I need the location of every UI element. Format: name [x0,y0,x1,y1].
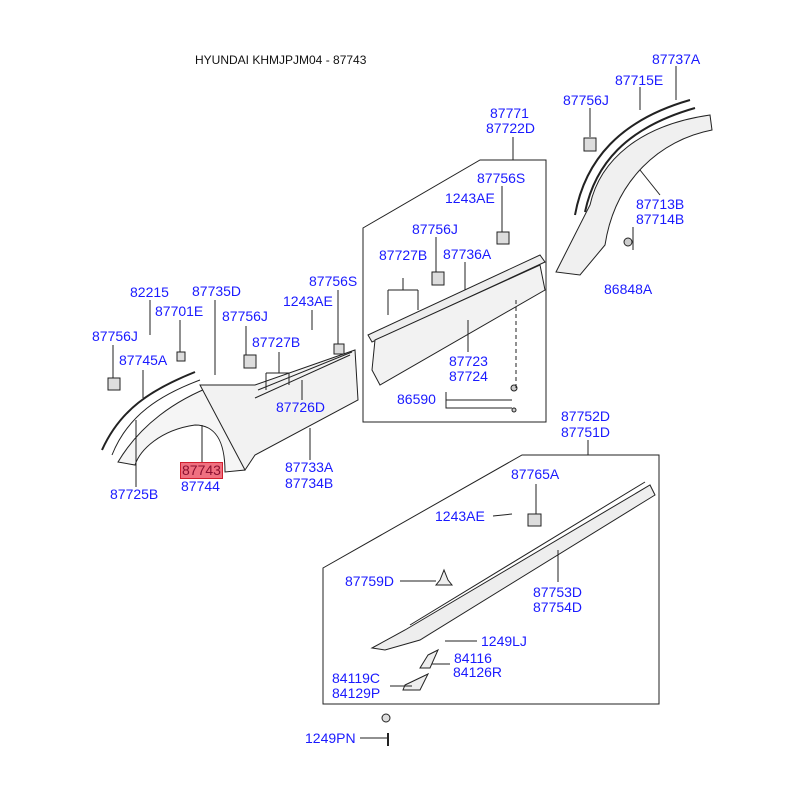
part-label-87735D[interactable]: 87735D [192,283,242,299]
part-label-87715E[interactable]: 87715E [615,72,664,88]
part-label-84116[interactable]: 84116 [454,650,492,666]
part-label-87771[interactable]: 87771 [490,105,529,121]
part-label-87727B[interactable]: 87727B [252,334,301,350]
part-label-87736A[interactable]: 87736A [443,246,492,262]
part-label-87756S[interactable]: 87756S [309,273,358,289]
part-label-87734B[interactable]: 87734B [285,475,334,491]
part-label-87744[interactable]: 87744 [181,478,220,494]
part-label-1249LJ[interactable]: 1249LJ [481,633,527,649]
part-label-87754D[interactable]: 87754D [533,599,583,615]
part-label-84126R[interactable]: 84126R [453,664,503,680]
part-label-87733A[interactable]: 87733A [285,459,334,475]
part-label-87752D[interactable]: 87752D [561,408,611,424]
part-label-87745A[interactable]: 87745A [119,352,168,368]
part-label-82215[interactable]: 82215 [130,284,169,300]
part-label-1243AE[interactable]: 1243AE [445,190,495,206]
part-label-87727B[interactable]: 87727B [379,247,428,263]
part-label-87725B[interactable]: 87725B [110,486,159,502]
part-label-84119C[interactable]: 84119C [332,670,381,686]
part-label-87723[interactable]: 87723 [449,353,488,369]
part-label-87726D[interactable]: 87726D [276,399,326,415]
part-label-87756J[interactable]: 87756J [563,92,609,108]
part-label-87756J[interactable]: 87756J [92,328,138,344]
part-label-87724[interactable]: 87724 [449,368,488,384]
part-label-87756J[interactable]: 87756J [222,308,268,324]
part-label-87756S[interactable]: 87756S [477,170,526,186]
part-label-87713B[interactable]: 87713B [636,196,685,212]
part-label-87756J[interactable]: 87756J [412,221,458,237]
diagram-title: HYUNDAI KHMJPJM04 - 87743 [195,53,367,67]
part-label-87743-highlighted[interactable]: 87743 [180,462,223,479]
part-label-86590[interactable]: 86590 [397,391,436,407]
part-label-86848A[interactable]: 86848A [604,281,653,297]
part-label-87714B[interactable]: 87714B [636,211,685,227]
part-label-87701E[interactable]: 87701E [155,303,204,319]
rear-fender-molding [555,99,713,276]
part-label-87722D[interactable]: 87722D [486,120,536,136]
part-label-1243AE[interactable]: 1243AE [435,508,485,524]
part-label-1243AE[interactable]: 1243AE [283,293,333,309]
part-label-87759D[interactable]: 87759D [345,573,395,589]
part-label-87737A[interactable]: 87737A [652,51,701,67]
part-label-1249PN[interactable]: 1249PN [305,730,356,746]
part-label-87751D[interactable]: 87751D [561,424,611,440]
part-label-87765A[interactable]: 87765A [511,466,560,482]
side-sill-molding [370,481,656,723]
part-label-84129P[interactable]: 84129P [332,685,381,701]
front-fender-molding [101,343,359,473]
side-sill-group-box [322,454,660,705]
part-label-87753D[interactable]: 87753D [533,584,583,600]
door-molding [367,231,546,413]
